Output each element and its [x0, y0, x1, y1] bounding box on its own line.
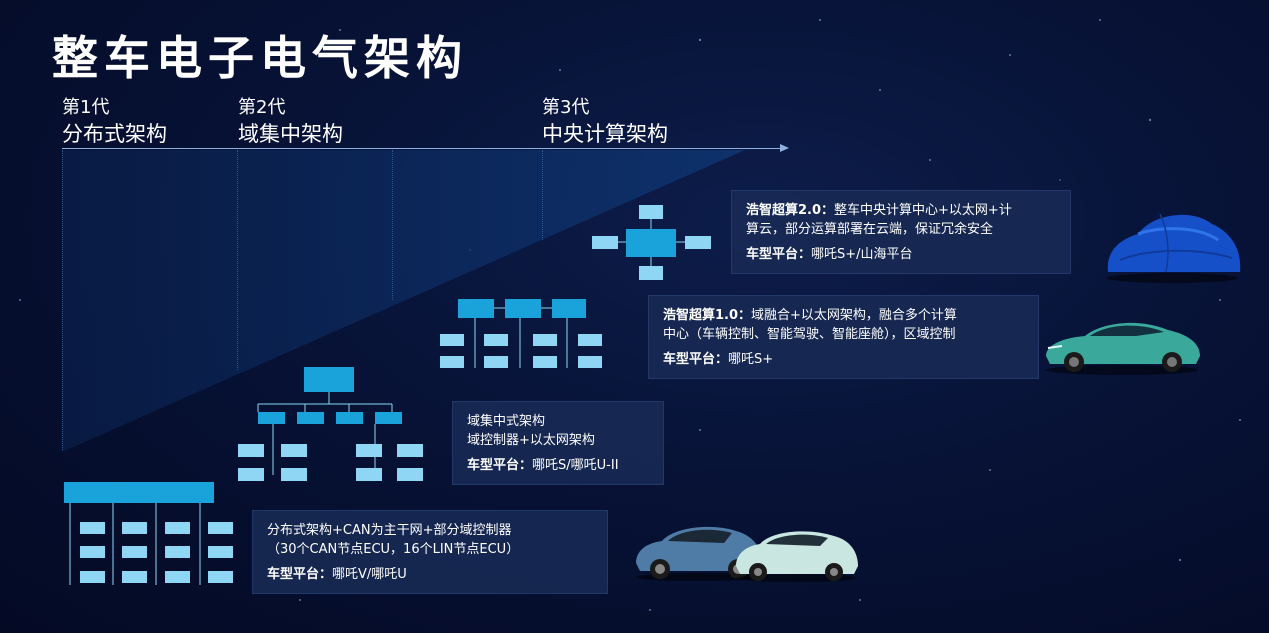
card-domain-platform-label: 车型平台： [467, 458, 533, 473]
ecu-node [356, 468, 382, 481]
card-distributed: 分布式架构+CAN为主干网+部分域控制器 （30个CAN节点ECU，16个LIN… [252, 510, 608, 594]
distributed-backbone-block [64, 482, 214, 503]
zone-node [578, 334, 602, 346]
domain-controller-block [336, 412, 363, 424]
zone-node [533, 356, 557, 368]
card-haozhi-2-platform-value: 哪吒S+/山海平台 [811, 247, 913, 262]
central-compute-block [626, 229, 676, 257]
ecu-node [397, 444, 423, 457]
ecu-node [238, 468, 264, 481]
generation-2-divider [237, 150, 238, 370]
ecu-node [238, 444, 264, 457]
ecu-node [165, 571, 190, 583]
ecu-node [208, 522, 233, 534]
zone-node [639, 266, 663, 280]
zone-node [685, 236, 711, 249]
zone-node [533, 334, 557, 346]
fusion-compute-block [458, 299, 494, 318]
teal-sedan-image [1046, 322, 1200, 375]
ecu-node [122, 522, 147, 534]
card-haozhi-2-platform: 车型平台：哪吒S+/山海平台 [746, 245, 1056, 264]
card-domain-text1: 域集中式架构 [467, 414, 546, 429]
zone-node [639, 205, 663, 219]
ecu-node [80, 522, 105, 534]
card-distributed-text2: （30个CAN节点ECU，16个LIN节点ECU） [267, 542, 520, 557]
ecu-node [122, 571, 147, 583]
card-haozhi-2-text1: 整车中央计算中心+以太网+计 [834, 203, 1012, 218]
mint-hatchback-image [736, 531, 858, 582]
ecu-node [165, 546, 190, 558]
zone-node [484, 356, 508, 368]
generation-3-name: 中央计算架构 [542, 122, 668, 146]
ecu-node [208, 546, 233, 558]
card-haozhi-1-line1: 浩智超算1.0：域融合+以太网架构，融合多个计算 [663, 306, 1024, 325]
domain-controller-block [258, 412, 285, 424]
domain-controller-block [297, 412, 324, 424]
card-haozhi-1-heading: 浩智超算1.0： [663, 308, 752, 323]
card-haozhi-2-line1: 浩智超算2.0：整车中央计算中心+以太网+计 [746, 201, 1056, 220]
timeline-axis [62, 148, 782, 149]
card-distributed-text1: 分布式架构+CAN为主干网+部分域控制器 [267, 523, 512, 538]
card-domain-platform-value: 哪吒S/哪吒U-II [532, 458, 619, 473]
card-domain: 域集中式架构 域控制器+以太网架构 车型平台：哪吒S/哪吒U-II [452, 401, 664, 485]
card-haozhi-1-text1: 域融合+以太网架构，融合多个计算 [751, 308, 957, 323]
generation-2-name: 域集中架构 [238, 122, 343, 146]
card-haozhi-1-platform-label: 车型平台： [663, 352, 729, 367]
card-haozhi-2-platform-label: 车型平台： [746, 247, 812, 262]
card-haozhi-2: 浩智超算2.0：整车中央计算中心+以太网+计 算云，部分运算部署在云端，保证冗余… [731, 190, 1071, 274]
card-distributed-platform-value: 哪吒V/哪吒U [332, 567, 407, 582]
card-haozhi-1: 浩智超算1.0：域融合+以太网架构，融合多个计算 中心（车辆控制、智能驾驶、智能… [648, 295, 1039, 379]
ecu-node [122, 546, 147, 558]
zone-node [578, 356, 602, 368]
card-haozhi-2-heading: 浩智超算2.0： [746, 203, 835, 218]
card-haozhi-2-text2: 算云，部分运算部署在云端，保证冗余安全 [746, 222, 994, 237]
card-domain-text2: 域控制器+以太网架构 [467, 433, 595, 448]
zone-node [592, 236, 618, 249]
fusion-compute-block [505, 299, 541, 318]
generation-3-number: 第3代 [542, 97, 590, 118]
card-haozhi-1-platform-value: 哪吒S+ [728, 352, 774, 367]
generation-1: 第1代 分布式架构 [62, 96, 167, 148]
zone-node [484, 334, 508, 346]
generation-2-number: 第2代 [238, 97, 286, 118]
zone-node [440, 334, 464, 346]
card-domain-platform: 车型平台：哪吒S/哪吒U-II [467, 456, 649, 475]
central-gateway-block [304, 367, 354, 392]
card-haozhi-1-platform: 车型平台：哪吒S+ [663, 350, 1024, 369]
ecu-node [356, 444, 382, 457]
timeline-arrow-icon [780, 144, 789, 152]
card-distributed-platform: 车型平台：哪吒V/哪吒U [267, 565, 593, 584]
generation-3-divider [542, 150, 543, 240]
ecu-node [165, 522, 190, 534]
ecu-node [208, 571, 233, 583]
domain-controller-block [375, 412, 402, 424]
blue-suv-image [636, 526, 762, 581]
card-distributed-platform-label: 车型平台： [267, 567, 333, 582]
card-haozhi-1-text2: 中心（车辆控制、智能驾驶、智能座舱），区域控制 [663, 327, 956, 342]
generation-1-name: 分布式架构 [62, 122, 167, 146]
page-title: 整车电子电气架构 [52, 31, 468, 85]
ecu-node [80, 546, 105, 558]
ecu-node [281, 444, 307, 457]
covered-car-image [1106, 213, 1241, 283]
generation-1-divider [62, 150, 63, 450]
ecu-node [80, 571, 105, 583]
ecu-node [281, 468, 307, 481]
generation-1-number: 第1代 [62, 97, 110, 118]
ecu-node [397, 468, 423, 481]
zone-node [440, 356, 464, 368]
generation-3: 第3代 中央计算架构 [542, 96, 668, 148]
fusion-compute-block [552, 299, 586, 318]
generation-2: 第2代 域集中架构 [238, 96, 343, 148]
generation-2b-divider [392, 150, 393, 300]
